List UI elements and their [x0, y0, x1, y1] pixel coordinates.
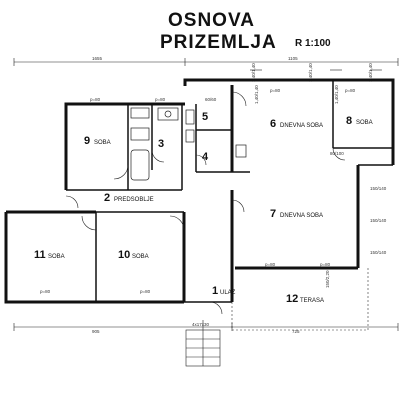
room-8-number: 8: [346, 115, 352, 127]
room-1-number: 1: [212, 285, 218, 297]
dim-top-right: 1105: [288, 56, 298, 61]
dim-small2: 80/100: [330, 151, 344, 156]
top-window-markers: 1,40/1,40 1,40/1,40 1,40/1,40: [250, 63, 382, 82]
dim-bottom-right: 725: [292, 329, 300, 334]
dim-window-1: 1,40/1,40: [251, 63, 256, 82]
dim-small1: 60/60: [205, 97, 217, 102]
room-12-name: TERASA: [300, 298, 324, 304]
toilet-fixture-2: [185, 109, 195, 125]
room-2-number: 2: [104, 192, 110, 204]
dim-side2: 150/140: [370, 218, 387, 223]
plan-title-line1: OSNOVA: [168, 10, 255, 31]
dim-p3: p=80: [270, 88, 281, 93]
outer-walls: [4, 78, 395, 304]
sink-fixture: [130, 107, 150, 119]
bathtub-fixture: [130, 149, 150, 181]
dim-door1: 150/2,20: [325, 270, 330, 288]
room-10-name: SOBA: [132, 254, 149, 260]
room-9-number: 9: [84, 135, 90, 147]
room-11-name: SOBA: [48, 254, 65, 260]
stove-fixture: [235, 144, 247, 158]
dim-p6: p=80: [140, 289, 151, 294]
room-4-number: 4: [202, 151, 209, 163]
top-dimension-line: 1655 1105: [13, 56, 399, 66]
room-11-number: 11: [34, 249, 46, 261]
dim-p1: p=80: [90, 97, 101, 102]
bottom-dimension-line: 905 725: [13, 323, 399, 334]
room-7-name: DNEVNA SOBA: [280, 213, 323, 219]
room-6-name: DNEVNA SOBA: [280, 123, 323, 129]
dim-stair: 4x17x30: [192, 322, 210, 327]
plan-title-line2: PRIZEMLJA: [160, 32, 277, 53]
dim-window-3: 1,40/1,40: [368, 63, 373, 82]
bathroom-fixtures: [130, 107, 247, 181]
dim-p2: p=80: [155, 97, 166, 102]
room-7-number: 7: [270, 208, 276, 220]
terrace-outline: [231, 268, 369, 331]
room-labels: 1 ULAZ 2 PREDSOBLJE 3 4 5 6 DNEVNA SOBA …: [34, 111, 373, 305]
plan-scale: R 1:100: [295, 38, 331, 49]
toilet-fixture: [130, 127, 150, 141]
dim-window-5: 1,40/1,40: [334, 85, 339, 104]
room-10-number: 10: [118, 249, 130, 261]
room-2-name: PREDSOBLJE: [114, 197, 154, 203]
room-6-number: 6: [270, 118, 276, 130]
dim-window-4: 1,40/1,40: [254, 85, 259, 104]
basin-fixture: [157, 107, 179, 121]
dim-bottom-left: 905: [92, 329, 100, 334]
door-swings: [65, 91, 346, 315]
room-5-number: 5: [202, 111, 208, 123]
room-8-name: SOBA: [356, 120, 373, 126]
dim-side3: 150/140: [370, 250, 387, 255]
dim-top-left: 1655: [92, 56, 103, 61]
dim-p4: p=80: [345, 88, 356, 93]
dim-side1: 150/140: [370, 186, 387, 191]
room-1-name: ULAZ: [220, 290, 236, 296]
opening-labels: p=80 p=80 60/60 p=80 p=80 80/100 p=80 p=…: [40, 85, 387, 294]
dim-window-2: 1,40/1,40: [308, 63, 313, 82]
dim-p5: p=80: [40, 289, 51, 294]
entrance-stairs: 4x17x30: [185, 320, 221, 367]
dim-p7: p=80: [265, 262, 276, 267]
room-12-number: 12: [286, 293, 298, 305]
dim-p8: p=80: [320, 262, 331, 267]
room-3-number: 3: [158, 138, 164, 150]
interior-walls: [66, 80, 393, 303]
room-9-name: SOBA: [94, 140, 111, 146]
